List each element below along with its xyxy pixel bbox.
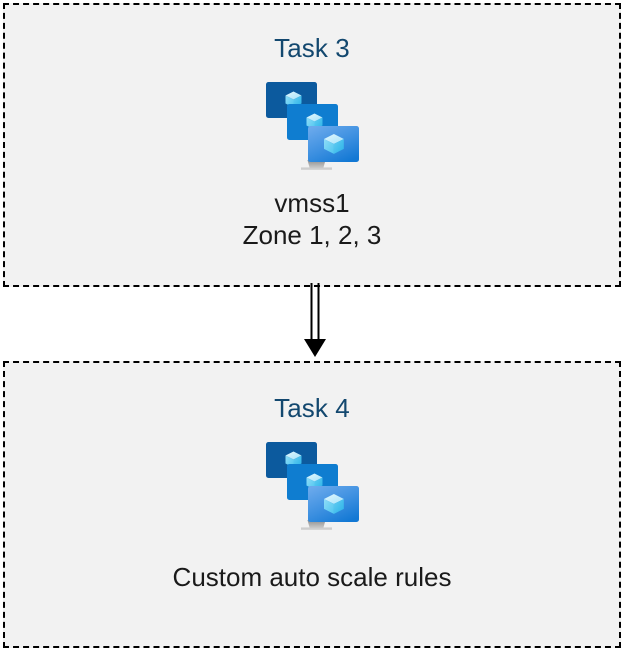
monitor-stand xyxy=(301,160,332,170)
task-3-caption-line-1: vmss1 xyxy=(274,188,350,218)
task-3-title: Task 3 xyxy=(274,33,350,63)
task-4-title: Task 4 xyxy=(274,393,350,423)
azure-virtual-machine-scale-set-icon xyxy=(266,442,359,530)
task-3-captions: vmss1 Zone 1, 2, 3 xyxy=(243,187,382,251)
task-box-task-3[interactable]: Task 3 xyxy=(3,3,621,287)
task-4-icon-wrap xyxy=(258,439,366,535)
task-4-captions: Custom auto scale rules xyxy=(173,561,452,593)
task-4-caption-line-1: Custom auto scale rules xyxy=(172,562,452,592)
connector-arrowhead-icon xyxy=(304,339,326,357)
task-box-task-4[interactable]: Task 4 xyxy=(3,361,621,648)
azure-virtual-machine-scale-set-icon xyxy=(266,82,359,170)
task-3-icon-wrap xyxy=(258,79,366,175)
connector-task3-to-task4 xyxy=(304,283,326,357)
monitor-stand xyxy=(301,520,332,530)
task-3-caption-line-2: Zone 1, 2, 3 xyxy=(242,220,382,250)
